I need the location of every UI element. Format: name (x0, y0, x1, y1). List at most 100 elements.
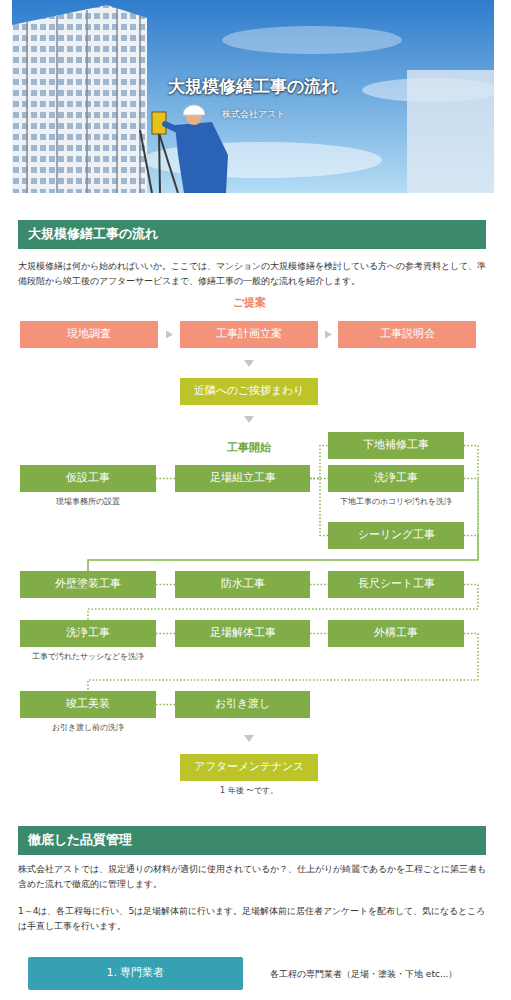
flow-connector (88, 405, 254, 465)
sky (12, 0, 494, 193)
dotted-connector (156, 633, 175, 635)
step-label: 仮設工事 (62, 469, 114, 487)
scaffold-pole (56, 16, 58, 193)
dotted-connector (310, 584, 328, 586)
proposal-step: 現地調査 (20, 321, 158, 348)
work-step: 足場組立工事 (175, 465, 310, 492)
worker-arm (165, 124, 182, 132)
flow-connector (318, 331, 338, 339)
step-label: お引き渡し (211, 695, 274, 713)
step-label: 外構工事 (370, 624, 422, 642)
intro-text: 大規模修繕は何から始めればいいか。ここでは、マンションの大規模修繕を検討している… (18, 259, 488, 289)
dotted-connector (310, 446, 328, 479)
proposal-step: 工事説明会 (338, 321, 476, 348)
step-note: お引き渡し前の洗浄 (52, 723, 124, 733)
arrow-head (244, 360, 254, 367)
scaffold-pole (86, 10, 88, 193)
work-step: シーリング工事 (328, 522, 464, 549)
cloud (222, 26, 402, 54)
helmet (183, 105, 205, 115)
flow-connector (310, 584, 328, 585)
dotted-connector (156, 478, 175, 480)
flow-connector (158, 331, 180, 339)
milestone-step: 近隣へのご挨拶まわり (180, 378, 318, 405)
flow-connector (156, 478, 175, 479)
dotted-connector (156, 584, 175, 586)
section-heading: 大規模修繕工事の流れ (18, 220, 486, 249)
category-button: 1. 専門業者 (28, 957, 243, 990)
step-label: 外壁塗装工事 (51, 575, 125, 593)
connector-line (158, 334, 180, 335)
page-title: 大規模修繕工事の流れ (12, 77, 494, 97)
step-label: 足場解体工事 (206, 624, 280, 642)
flow-connector (88, 479, 478, 572)
section-heading: 徹底した品質管理 (18, 826, 486, 855)
step-label: 洗浄工事 (370, 469, 422, 487)
body-text: 1～4は、各工程毎に行い、5は足場解体前に行います。足場解体前に居住者アンケート… (18, 904, 488, 934)
tripod-leg (159, 133, 160, 193)
header-photo (12, 0, 494, 193)
step-label: 徹底した品質管理 (18, 830, 136, 851)
work-step: 下地補修工事 (328, 432, 464, 459)
scaffold-pole (116, 8, 118, 193)
step-label: 洗浄工事 (62, 624, 114, 642)
work-step: 外構工事 (328, 620, 464, 647)
arrow-head (244, 416, 254, 423)
step-label: 大規模修繕工事の流れ (18, 224, 162, 245)
arrow-head (325, 331, 332, 339)
step-note: 1 年後 〜です。 (220, 786, 278, 796)
step-label: アフターメンテナンス (190, 758, 308, 776)
work-step: 洗浄工事工事で汚れたサッシなどを洗浄 (20, 620, 156, 647)
step-label: 近隣へのご挨拶まわり (190, 382, 308, 400)
step-label: 工事計画立案 (212, 325, 286, 343)
step-label: 下地補修工事 (359, 436, 433, 454)
step-label: 長尺シート工事 (354, 575, 439, 593)
step-note: 工事で汚れたサッシなどを洗浄 (32, 652, 144, 662)
tripod-leg (140, 130, 152, 193)
phase-label: ご提案 (180, 294, 318, 312)
work-step: 足場解体工事 (175, 620, 310, 647)
flow-connector (310, 479, 328, 536)
flow-connector (156, 633, 175, 634)
connector-line (243, 718, 250, 754)
work-step: お引き渡し (175, 691, 310, 718)
work-step: 洗浄工事下地工事のホコリや汚れを洗浄 (328, 465, 464, 492)
scaffold-pole (26, 22, 28, 193)
connector-line (249, 348, 407, 378)
phase-label: 工事開始 (180, 439, 318, 457)
tripod-leg (159, 133, 178, 193)
step-label: シーリング工事 (354, 526, 439, 544)
work-step: 外壁塗装工事 (20, 571, 156, 598)
dotted-connector (156, 704, 175, 706)
flow-connector (310, 446, 328, 479)
dotted-connector (310, 633, 328, 635)
flow-connector (156, 704, 175, 705)
flow-connector (310, 478, 328, 479)
step-label: 竣工美装 (62, 695, 114, 713)
work-step: 防水工事 (175, 571, 310, 598)
step-note: 現場事務所の設置 (56, 497, 120, 507)
scaffold-pole (139, 15, 141, 193)
connector-line (318, 334, 338, 335)
dotted-connector (310, 479, 328, 536)
step-label: 防水工事 (217, 575, 269, 593)
dotted-connector (310, 478, 328, 480)
flow-connector (156, 584, 175, 585)
arrow-head (166, 331, 173, 339)
milestone-step: アフターメンテナンス1 年後 〜です。 (180, 754, 318, 781)
step-label: 1. 専門業者 (103, 964, 169, 982)
item-description: 各工程の専門業者（足場・塗装・下地 etc...） (270, 967, 506, 982)
work-step: 仮設工事現場事務所の設置 (20, 465, 156, 492)
far-building (407, 70, 494, 193)
flow-connector (310, 633, 328, 634)
step-note: 下地工事のホコリや汚れを洗浄 (340, 497, 452, 507)
connector-line (88, 405, 249, 465)
arrow-head (244, 735, 254, 742)
body-text: 株式会社アストでは、規定通りの材料が適切に使用されているか？、仕上がりが綺麗であ… (18, 862, 488, 892)
step-label: 足場組立工事 (206, 469, 280, 487)
dotted-connector (88, 479, 478, 572)
company-name: 株式会社アスト (12, 107, 494, 122)
building (12, 5, 147, 193)
